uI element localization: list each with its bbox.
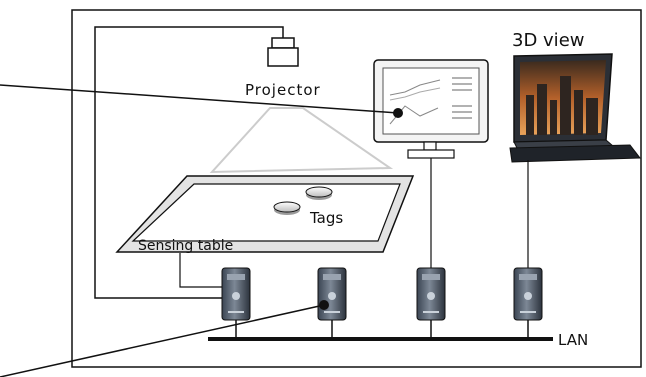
table-cable (179, 253, 228, 288)
leader-line-monitor (0, 84, 399, 114)
widescreen-display-icon (509, 53, 641, 163)
tags-label: Tags (309, 209, 343, 227)
projector-label: Projector (245, 81, 321, 99)
projector-icon (267, 37, 299, 67)
leader-dot-pc (319, 300, 329, 310)
projector-cable (94, 26, 284, 299)
sensing-table (115, 175, 415, 253)
view3d-label: 3D view (512, 30, 584, 51)
leader-line-pc (0, 304, 325, 377)
projection-beam (209, 107, 394, 174)
disc-tag-icon (305, 186, 333, 200)
leader-dot-monitor (393, 108, 403, 118)
disc-tag-icon (273, 201, 301, 215)
tower-pc-icon (416, 267, 446, 321)
tower-pc-icon (317, 267, 347, 321)
sensing-table-label: Sensing table (138, 238, 233, 254)
lan-label: LAN (558, 331, 588, 349)
monitor-icon (373, 59, 489, 159)
tower-pc-icon (221, 267, 251, 321)
tower-pc-icon (513, 267, 543, 321)
